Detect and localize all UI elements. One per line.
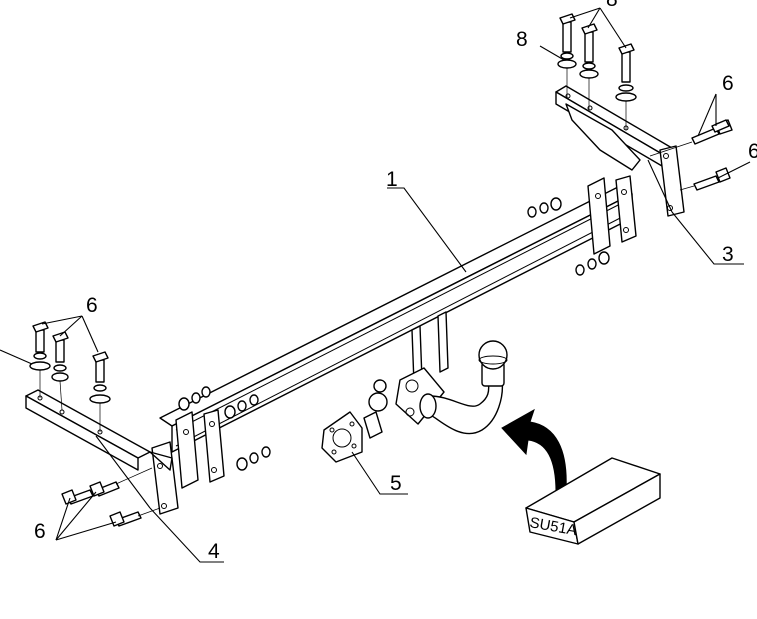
- callout-6-right: 6: [748, 140, 757, 163]
- curved-arrow-icon: [501, 408, 567, 493]
- right-mounting-bracket: [555, 85, 685, 217]
- right-nuts: [527, 197, 610, 276]
- leader-lines: [0, 7, 751, 563]
- socket-plate: [321, 411, 383, 463]
- left-side-plates: [175, 409, 225, 489]
- left-nuts: [178, 386, 271, 471]
- left-bottom-bolts: [61, 467, 161, 527]
- bolt: [51, 331, 69, 411]
- right-top-bolts: [557, 13, 637, 130]
- callout-6-top-right: 6: [722, 72, 734, 95]
- callout-4: 4: [208, 540, 220, 563]
- bolt: [679, 167, 731, 191]
- bolt: [711, 119, 730, 133]
- callout-6-left-top: 6: [86, 294, 98, 317]
- tow-bracket: [368, 311, 449, 425]
- bolt: [557, 13, 577, 98]
- callout-8-top: 8: [606, 0, 618, 11]
- bolt: [89, 351, 111, 432]
- callout-1: 1: [386, 168, 398, 191]
- left-mounting-bracket: [25, 389, 179, 515]
- callout-5: 5: [390, 472, 402, 495]
- right-side-bolts: [649, 119, 733, 191]
- kit-box: SU51A: [525, 457, 661, 545]
- callout-labels: 1 3 4 5 6 6 6 6 8 8: [34, 0, 757, 563]
- bolt: [615, 43, 637, 130]
- left-top-bolts: [29, 321, 111, 432]
- callout-6-left-bottom: 6: [34, 520, 46, 543]
- tow-ball-neck: [419, 340, 508, 435]
- bolt: [29, 321, 51, 398]
- callout-8: 8: [516, 28, 528, 51]
- callout-3: 3: [722, 243, 734, 266]
- right-side-plates: [587, 175, 637, 255]
